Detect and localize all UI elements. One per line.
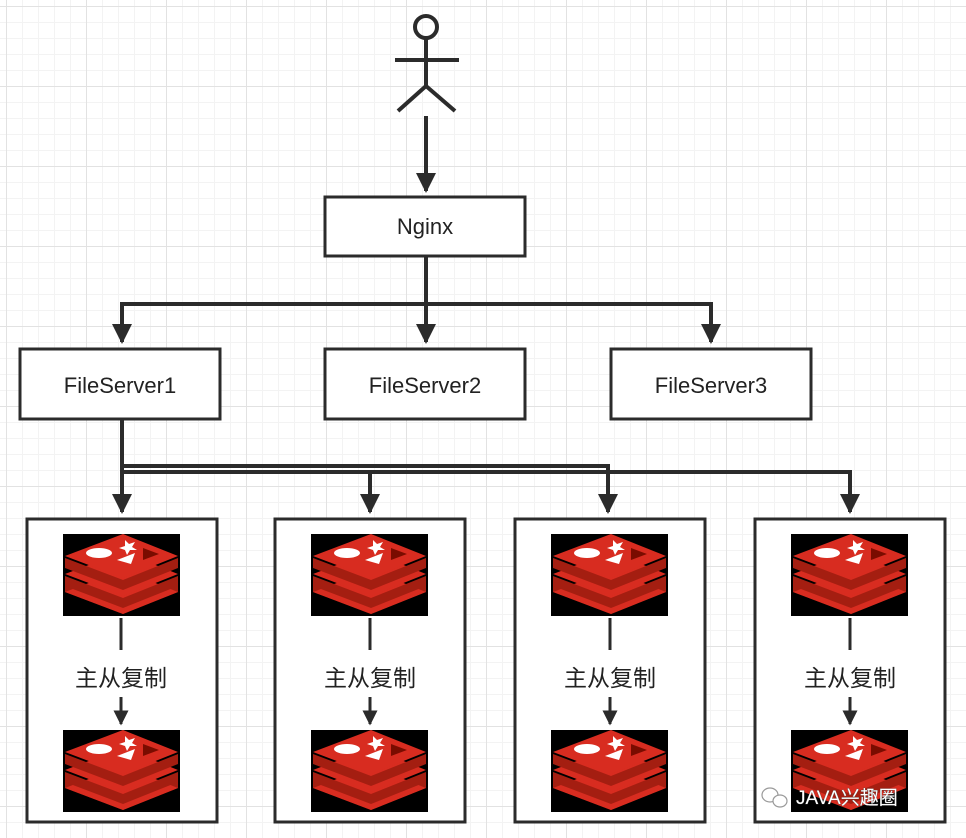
redis-group-4: 主从复制 <box>753 517 947 824</box>
actor-icon <box>395 14 459 113</box>
fileserver-3: FileServer3 <box>609 347 813 421</box>
fileserver-label: FileServer3 <box>655 373 767 398</box>
fileserver-2: FileServer2 <box>323 347 527 421</box>
redis-group-2: 主从复制 <box>273 517 467 824</box>
redis-group-1: 主从复制 <box>25 517 219 824</box>
replication-label: 主从复制 <box>804 666 896 692</box>
watermark: JAVA兴趣圈 <box>761 787 898 809</box>
fileserver-label: FileServer1 <box>64 373 176 398</box>
replication-label: 主从复制 <box>564 666 656 692</box>
redis-slave-icon <box>551 730 668 812</box>
fileserver-1: FileServer1 <box>18 347 222 421</box>
redis-master-icon <box>311 534 428 616</box>
edges-fileserver-redis <box>112 420 860 514</box>
redis-master-icon <box>791 534 908 616</box>
redis-master-icon <box>551 534 668 616</box>
replication-label: 主从复制 <box>324 666 416 692</box>
wechat-icon <box>761 787 788 808</box>
redis-slave-icon <box>311 730 428 812</box>
redis-master-icon <box>63 534 180 616</box>
redis-group-3: 主从复制 <box>513 517 707 824</box>
edges-nginx-fileservers <box>112 257 721 344</box>
nginx-label: Nginx <box>397 214 453 239</box>
replication-label: 主从复制 <box>75 666 167 692</box>
nginx-node: Nginx <box>323 195 527 258</box>
watermark-text: JAVA兴趣圈 <box>796 787 898 809</box>
fileserver-label: FileServer2 <box>369 373 481 398</box>
redis-slave-icon <box>63 730 180 812</box>
